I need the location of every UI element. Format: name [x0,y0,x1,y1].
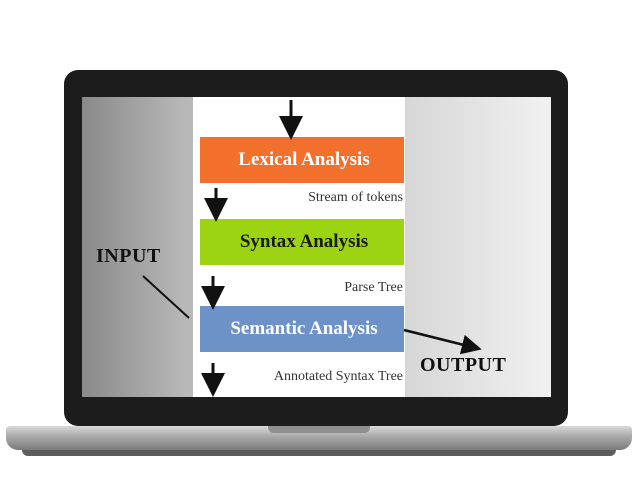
stream-of-tokens-label: Stream of tokens [308,190,403,205]
output-pointer-arrow [403,328,482,355]
laptop-base-notch [268,426,370,433]
semantic-analysis-box: Semantic Analysis [200,306,404,352]
output-callout: OUTPUT [420,354,507,376]
syntax-analysis-box: Syntax Analysis [200,219,404,265]
laptop-base-edge [22,450,616,456]
annotated-syntax-tree-label: Annotated Syntax Tree [273,369,403,384]
lexical-analysis-box: Lexical Analysis [200,137,404,183]
input-callout: INPUT [96,245,161,267]
input-pointer-line [142,275,190,319]
parse-tree-label: Parse Tree [344,280,403,295]
